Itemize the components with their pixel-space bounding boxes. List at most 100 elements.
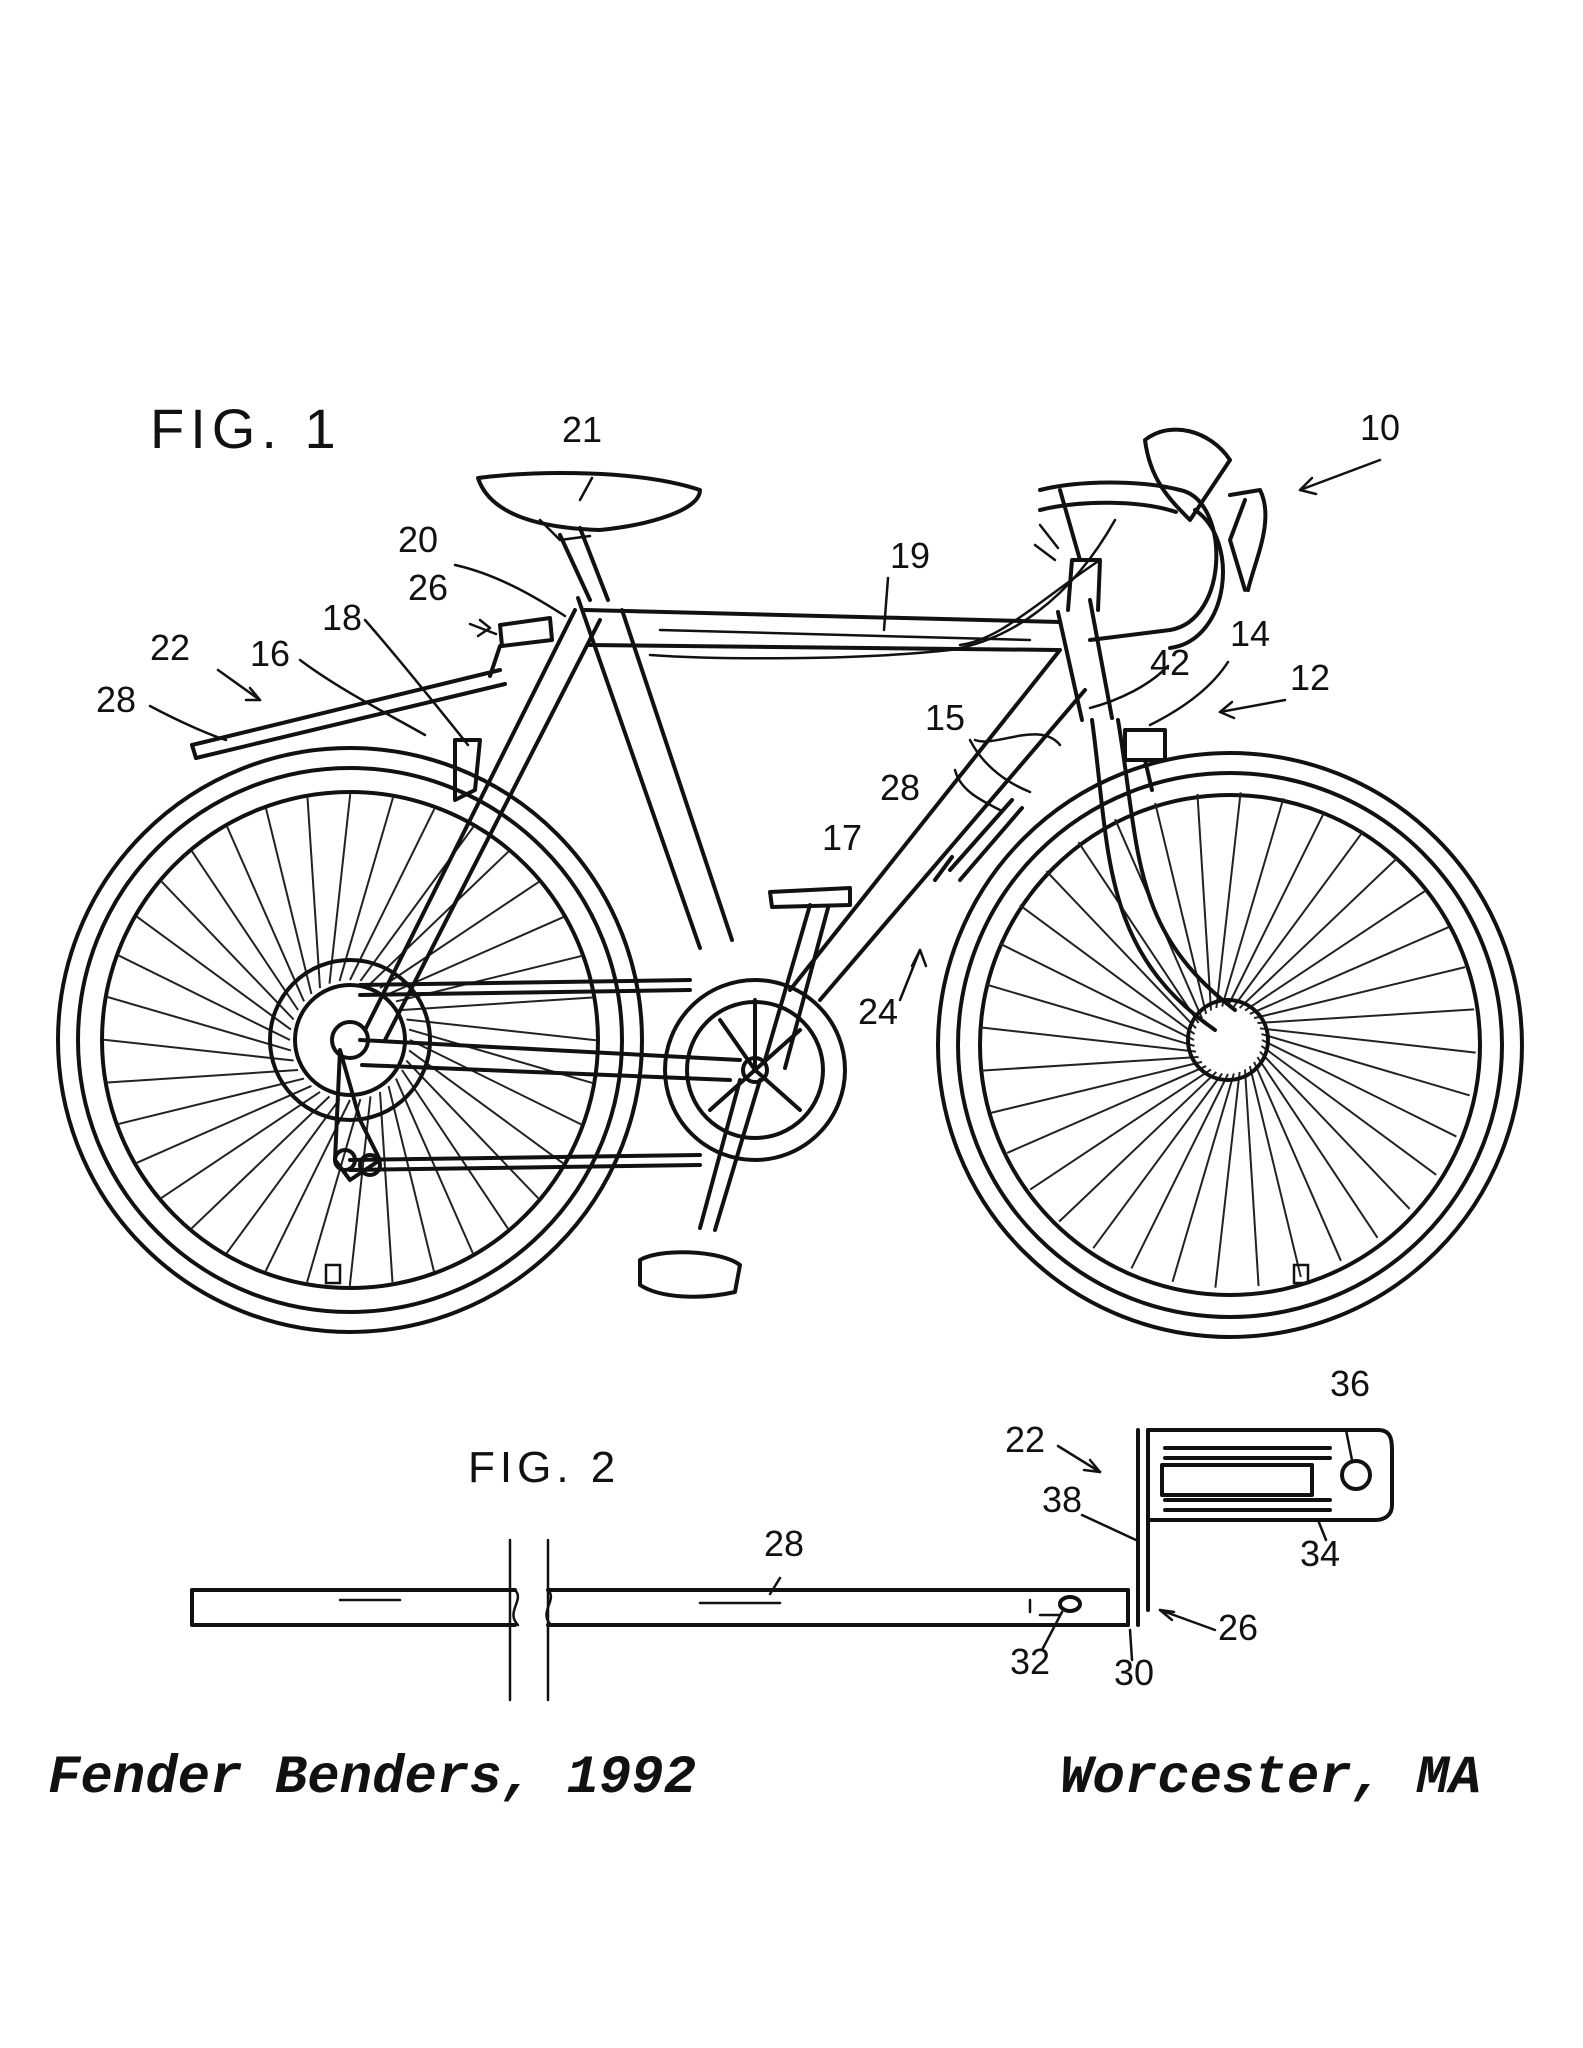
spoke [306,1098,362,1283]
label-17: 17 [822,817,862,858]
drivetrain [333,886,852,1299]
spoke [981,1056,1199,1072]
spoke [107,1069,299,1084]
saddle [476,471,702,532]
label-32: 32 [1010,1641,1050,1682]
spoke [226,826,305,1002]
spoke [1259,1050,1411,1210]
spoke [225,1098,341,1254]
label-36: 36 [1330,1363,1370,1404]
label-14: 14 [1230,613,1270,654]
caption-left: Fender Benders, 1992 [48,1748,697,1809]
rear-freewheel [268,958,432,1122]
spoke [369,850,509,985]
spoke [118,954,291,1041]
spoke [338,797,394,982]
front-hub [1186,998,1270,1082]
slot [1160,1463,1314,1497]
spoke [999,942,1195,1041]
label-26-fig2: 26 [1218,1607,1258,1648]
label-28-fig2: 28 [764,1523,804,1564]
fig2-title: FIG. 2 [468,1443,620,1492]
spoke [1092,1072,1223,1249]
label-28-downtube: 28 [880,767,920,808]
spoke [401,1069,509,1230]
spoke [1196,793,1212,1011]
spoke [1006,1065,1207,1154]
spoke [191,1095,331,1230]
spoke [405,1059,540,1199]
label-42: 42 [1150,642,1190,683]
bracket-26 [498,616,554,648]
spoke [395,1078,474,1254]
spoke [160,881,295,1021]
fig1-title: FIG. 1 [150,397,342,460]
spoke [379,1091,394,1283]
spoke [328,793,352,984]
spoke [1238,857,1398,1009]
spoke [985,983,1195,1047]
label-26: 26 [408,567,448,608]
spoke [1227,811,1326,1007]
hole-36 [1340,1459,1372,1491]
leader-lines [148,458,1382,1002]
spoke [265,808,313,995]
spoke [1260,1045,1437,1176]
spoke [387,1085,435,1272]
spoke [388,916,564,995]
spoke [1259,1027,1476,1054]
label-24: 24 [858,991,898,1032]
fender-bar-assembly [190,616,1024,882]
caption-right: Worcester, MA [1060,1748,1482,1809]
spoke [107,996,292,1052]
spoke [348,1096,372,1287]
spoke [1253,966,1466,1020]
spoke [1249,926,1450,1015]
spoke [191,850,299,1011]
spoke [1244,889,1427,1012]
spoke [1244,1069,1260,1287]
fig2-drawing [190,1428,1394,1702]
label-18: 18 [322,597,362,638]
label-12: 12 [1290,657,1330,698]
spoke [306,797,321,989]
spoke [136,915,292,1031]
spoke [1256,1056,1379,1239]
label-19: 19 [890,535,930,576]
spoke [379,881,540,989]
label-22: 22 [150,627,190,668]
spoke [1130,1073,1229,1269]
spoke [1261,1039,1457,1138]
spoke [406,1018,597,1042]
spoke [401,996,593,1011]
label-21: 21 [562,409,602,450]
spoke [1029,1068,1212,1191]
label-38: 38 [1042,1479,1082,1520]
label-16: 16 [250,633,290,674]
label-15: 15 [925,697,965,738]
spoke [1233,831,1364,1008]
spoke [103,1038,294,1062]
spoke [980,1026,1197,1053]
label-30: 30 [1114,1652,1154,1693]
spoke [1045,870,1197,1030]
spoke [1261,1033,1471,1097]
spoke [136,1085,312,1164]
front-wheel [936,751,1524,1339]
label-28: 28 [96,679,136,720]
spoke [1077,841,1200,1024]
spoke [1221,797,1285,1007]
label-22-fig2: 22 [1005,1419,1045,1460]
spoke [1248,1065,1302,1278]
spoke [1019,904,1196,1035]
spoke [349,808,436,981]
spoke [1058,1071,1218,1223]
spoke [1215,792,1242,1009]
spoke [990,1060,1203,1114]
spoke [1253,1061,1342,1262]
rear-valve [324,1263,342,1285]
pedal-upper [768,886,852,909]
bicycle-frame [358,427,1268,1082]
fig2-labels: 28 36 22 38 34 26 32 30 [764,1363,1370,1693]
